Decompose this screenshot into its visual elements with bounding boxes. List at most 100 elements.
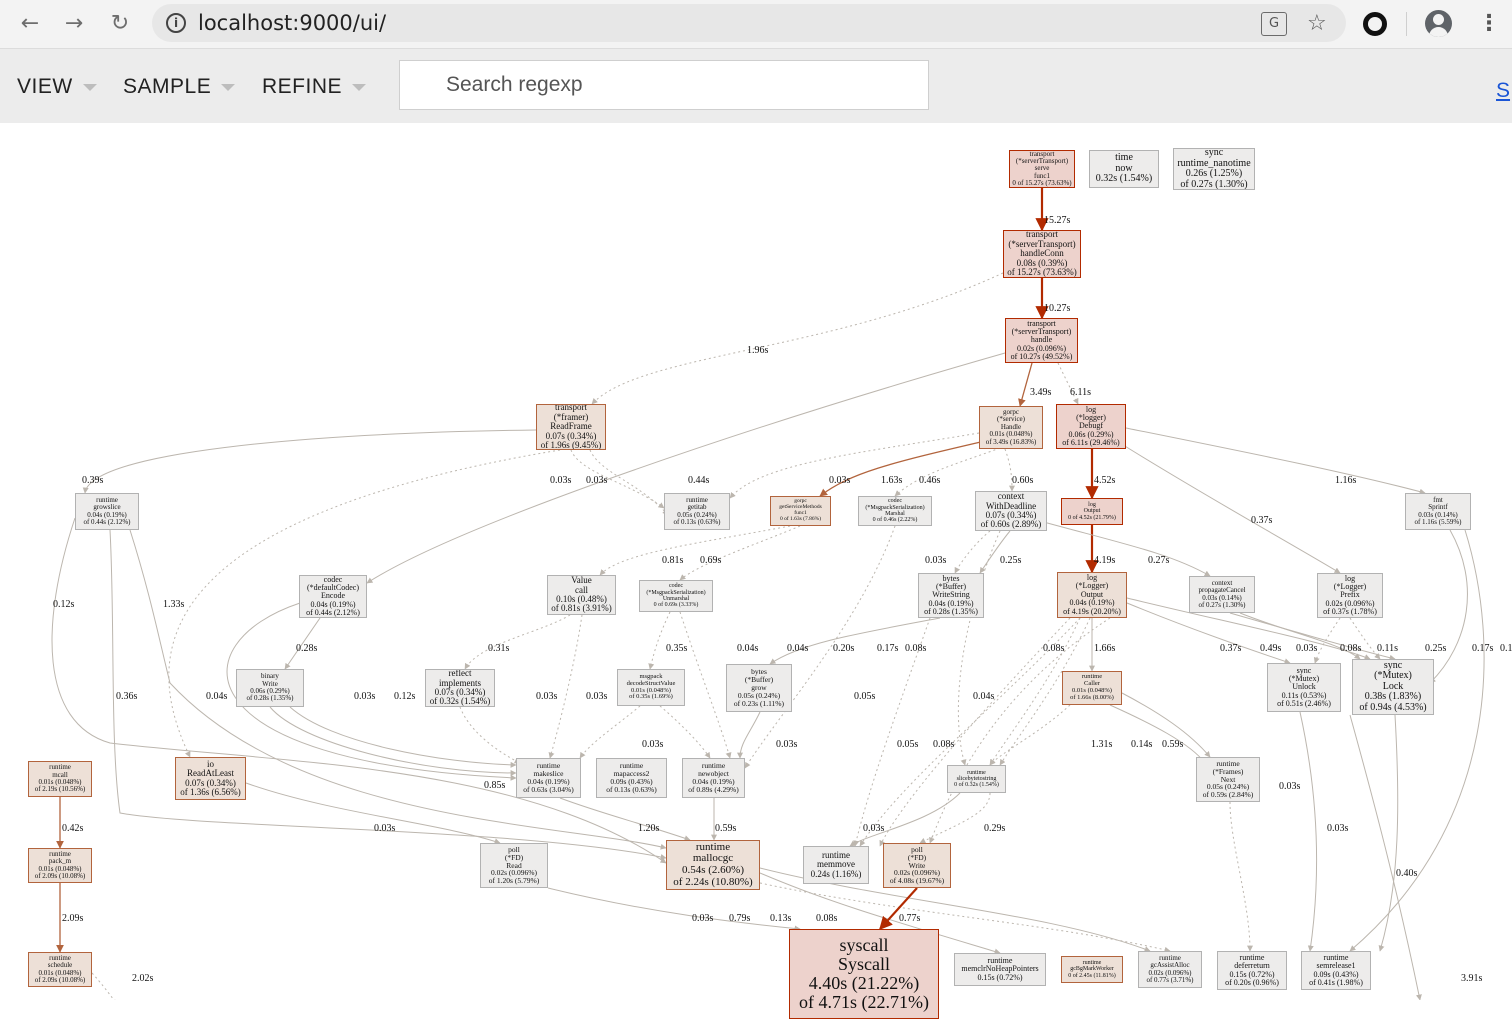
- edge-label: 0.05s: [897, 739, 919, 750]
- translate-icon[interactable]: G: [1261, 12, 1287, 36]
- node-label-line: grow: [751, 683, 767, 693]
- node-label-line: (*serverTransport): [1015, 156, 1069, 165]
- star-icon[interactable]: ☆: [1307, 11, 1327, 36]
- node-label-line: codec: [669, 583, 683, 590]
- edge-label: 0.46s: [919, 475, 941, 486]
- search-input[interactable]: [399, 60, 929, 110]
- edge-label: 0.03s: [586, 691, 608, 702]
- browser-toolbar: ← → ↻ i localhost:9000/ui/ G ☆ ⋮: [0, 0, 1512, 49]
- node-label-line: ReadFrame: [550, 421, 592, 432]
- truncated-link[interactable]: S: [1496, 79, 1511, 102]
- node-label-line: Next: [1220, 774, 1236, 784]
- menu-icon[interactable]: ⋮: [1478, 11, 1500, 36]
- graph-edge-n8-n22: [1119, 442, 1341, 574]
- url-text[interactable]: localhost:9000/ui/: [198, 11, 387, 35]
- graph-edge-n9-n39: [51, 517, 667, 864]
- node-label-line: poll: [911, 844, 923, 854]
- edge-label: 0.08s: [1043, 643, 1065, 654]
- node-label-line: of 15.27s (73.63%): [1007, 267, 1077, 278]
- node-label-line: of 2.09s (10.08%): [34, 871, 86, 880]
- edge-label: 0.03s: [925, 555, 947, 566]
- account-icon[interactable]: [1425, 10, 1452, 37]
- graph-edge-n17-n32: [548, 614, 583, 759]
- graph-edge-n35-n41: [919, 792, 991, 844]
- edge-label: 0.14s: [1131, 739, 1153, 750]
- edge-label: 0.03s: [354, 691, 376, 702]
- view-menu[interactable]: VIEW: [17, 75, 97, 99]
- graph-edge-n12-n34: [744, 525, 896, 769]
- node-label-line: of 0.77s (3.71%): [1146, 975, 1194, 984]
- reload-icon[interactable]: ↻: [110, 11, 130, 36]
- graph-edge-n18-n25: [648, 611, 671, 670]
- address-bar[interactable]: i localhost:9000/ui/: [152, 4, 1346, 42]
- back-icon[interactable]: ←: [20, 11, 40, 36]
- edge-label: 3.49s: [1030, 387, 1052, 398]
- info-icon[interactable]: i: [166, 13, 186, 33]
- edge-label: 0.03s: [586, 475, 608, 486]
- forward-icon[interactable]: →: [64, 11, 84, 36]
- graph-edge-n23-n32: [269, 706, 517, 776]
- sample-menu[interactable]: SAMPLE: [123, 75, 236, 99]
- node-label-line: io: [206, 758, 214, 769]
- extension-icon[interactable]: [1363, 12, 1387, 36]
- node-label-line: of 0.59s (2.84%): [1202, 790, 1254, 800]
- pprof-toolbar: VIEW SAMPLE REFINE S: [0, 49, 1512, 123]
- edge-label: 0.03s: [642, 739, 664, 750]
- node-label-line: 0.08s (0.39%): [1016, 257, 1068, 268]
- refine-menu[interactable]: REFINE: [262, 75, 367, 99]
- node-label-line: sync: [1296, 665, 1312, 675]
- node-label-line: 0.03s (0.14%): [1202, 593, 1242, 602]
- node-label-line: 0.07s (0.34%): [985, 510, 1037, 520]
- node-label-line: call: [575, 584, 588, 595]
